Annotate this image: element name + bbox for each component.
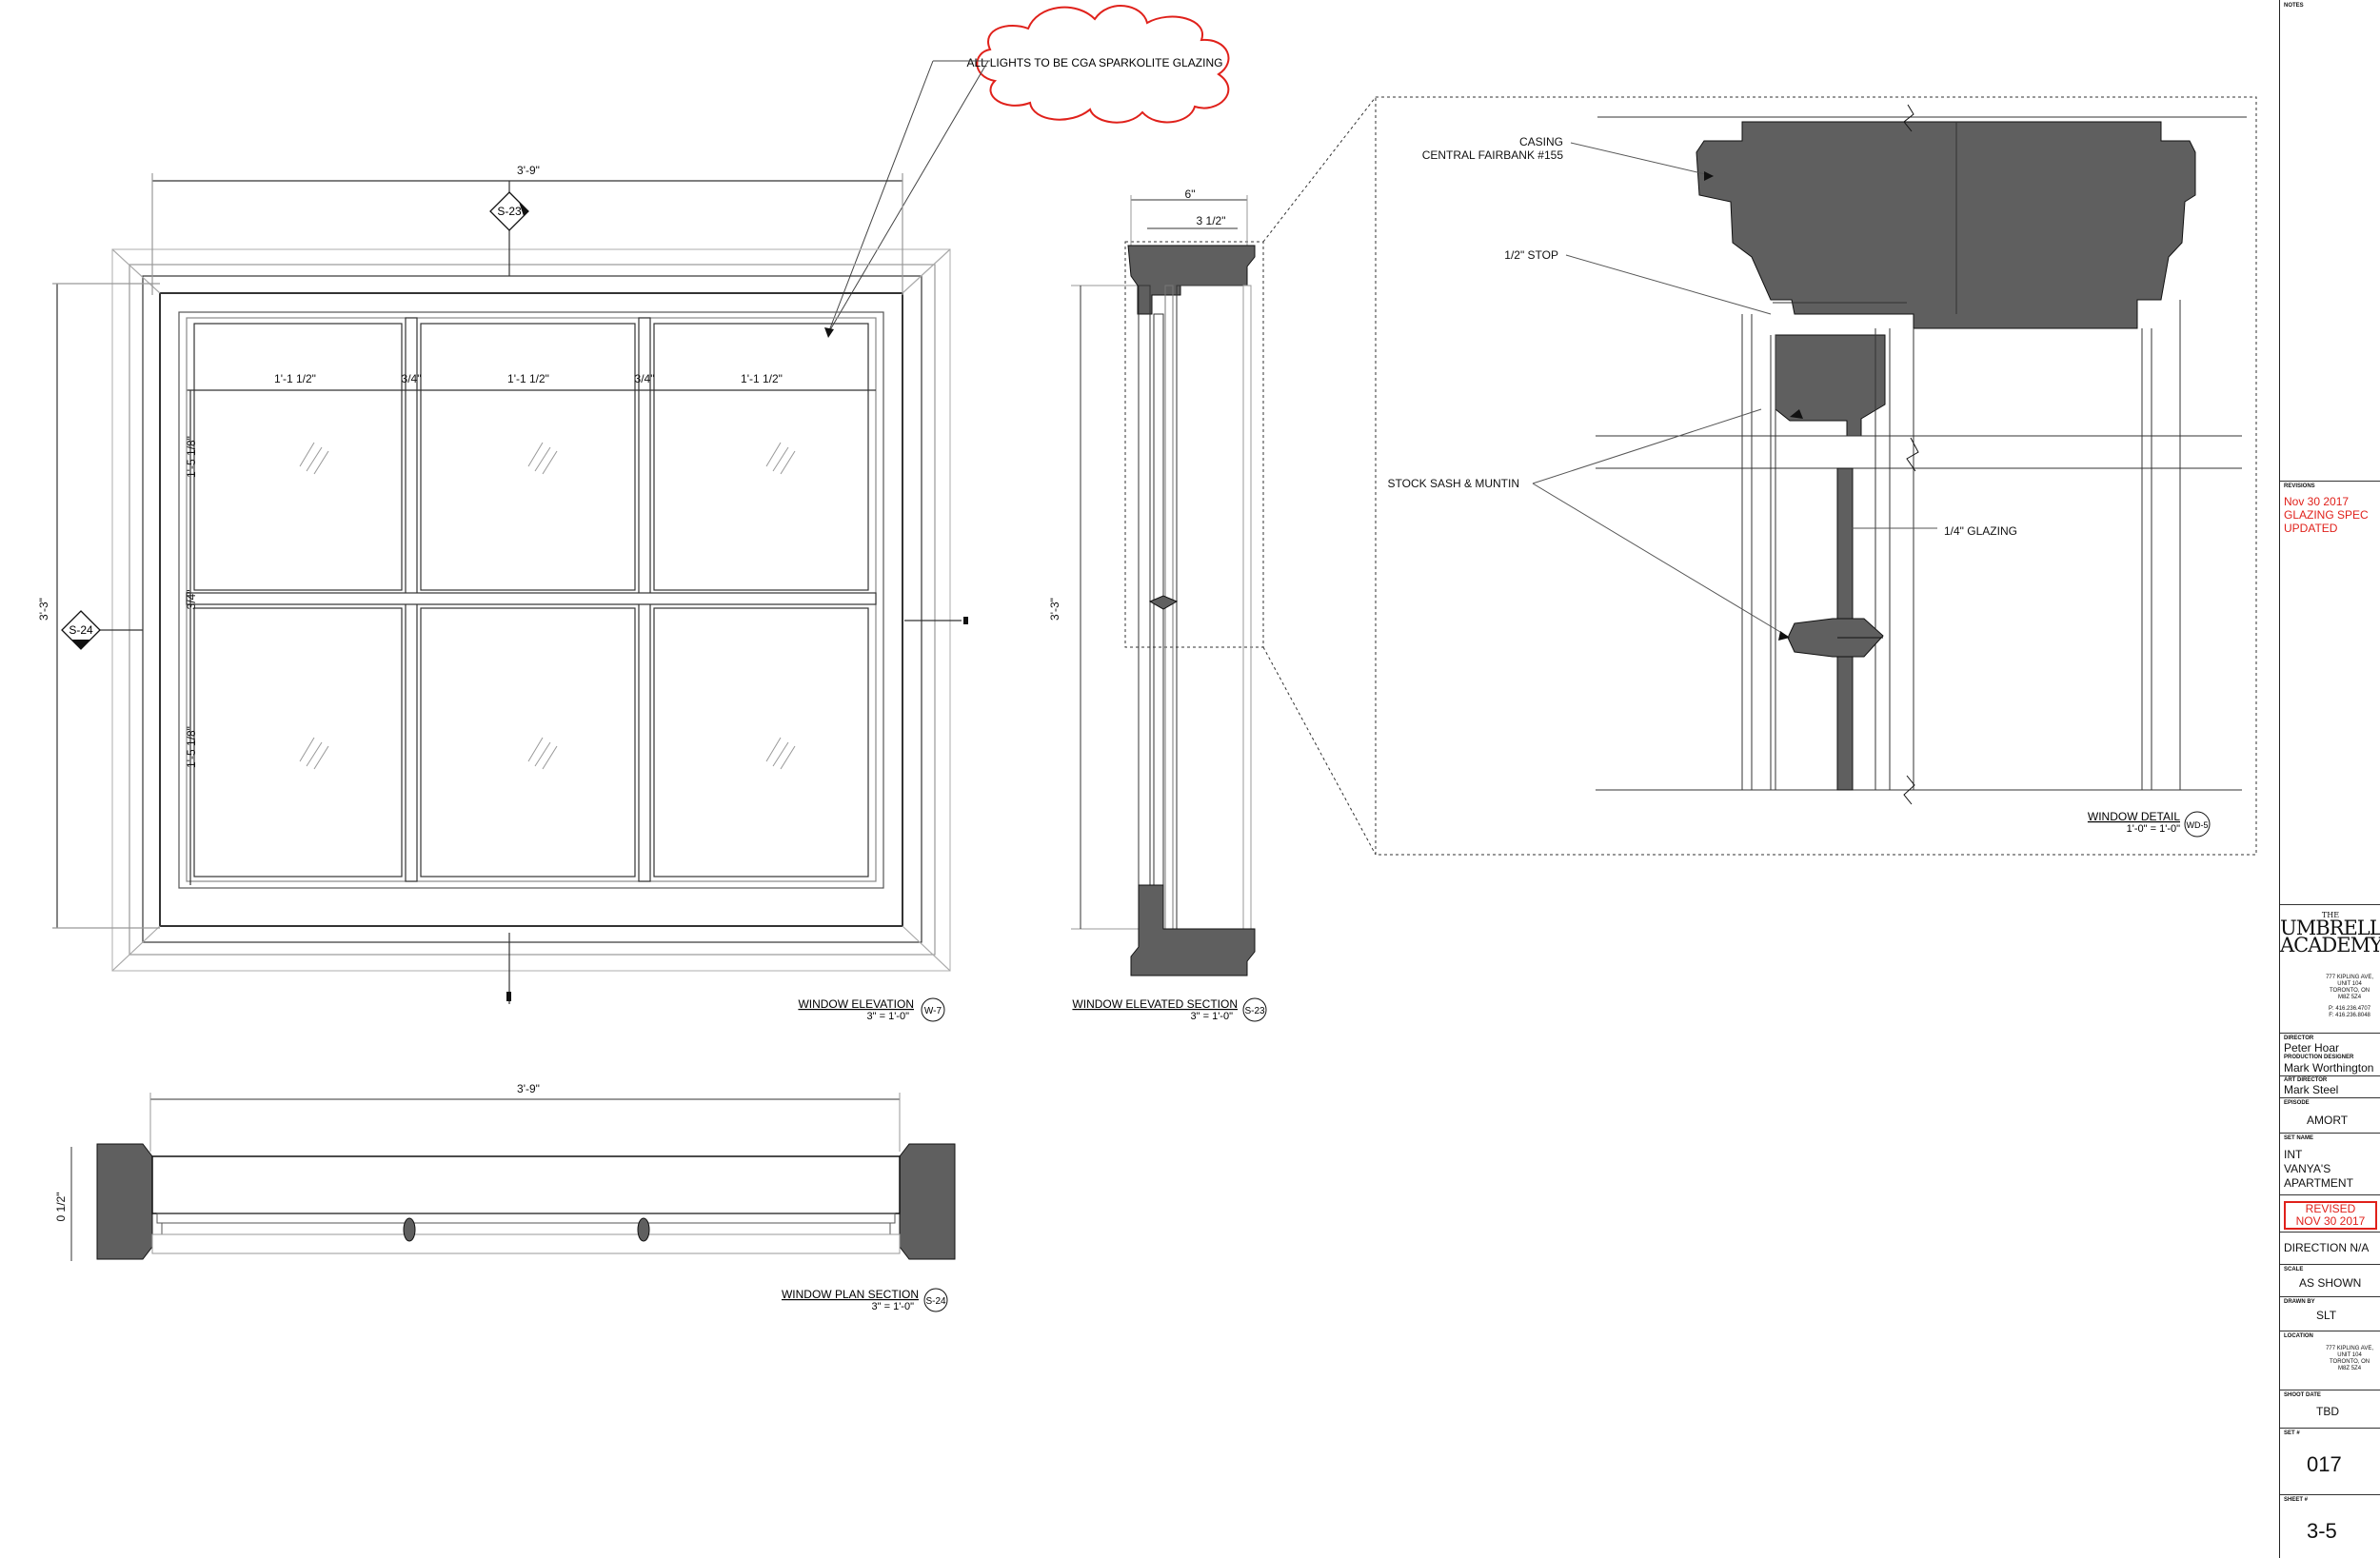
revised-stamp: REVISED NOV 30 2017 xyxy=(2284,1201,2377,1230)
dim-pane-width-3: 1'-1 1/2" xyxy=(741,372,783,385)
dim-pane-height-2: 1'-5 1/8" xyxy=(185,726,198,768)
window-detail xyxy=(1375,96,2257,856)
set-name-value: INT VANYA'S APARTMENT xyxy=(2284,1148,2353,1190)
svg-text:3" = 1'-0": 3" = 1'-0" xyxy=(867,1011,910,1022)
label-sash: STOCK SASH & MUNTIN xyxy=(1388,477,1519,490)
scale-value: AS SHOWN xyxy=(2299,1276,2362,1290)
drawn-by-value: SLT xyxy=(2316,1309,2337,1322)
dim-pane-width-1: 1'-1 1/2" xyxy=(274,372,316,385)
label-stop: 1/2" STOP xyxy=(1504,248,1558,262)
shoot-date-value: TBD xyxy=(2316,1405,2339,1418)
dim-section-inner: 3 1/2" xyxy=(1197,214,1226,227)
episode-value: AMORT xyxy=(2307,1114,2349,1127)
dim-pane-height-1: 1'-5 1/8" xyxy=(185,436,198,478)
elevated-section-title: WINDOW ELEVATED SECTION 3" = 1'-0" S-23 xyxy=(1072,997,1267,1022)
callout-text: ALL LIGHTS TO BE CGA SPARKOLITE GLAZING xyxy=(967,56,1223,69)
elevation-title: WINDOW ELEVATION 3" = 1'-0" W-7 xyxy=(798,997,945,1022)
svg-text:S-24: S-24 xyxy=(69,623,93,637)
svg-text:S-23: S-23 xyxy=(497,205,522,218)
sheet-number-value: 3-5 xyxy=(2307,1519,2337,1543)
svg-text:WINDOW ELEVATED SECTION: WINDOW ELEVATED SECTION xyxy=(1072,997,1238,1011)
notes-label: NOTES xyxy=(2284,3,2304,9)
dim-muntin-1: 3/4" xyxy=(402,372,422,385)
glazing-callout: ALL LIGHTS TO BE CGA SPARKOLITE GLAZING xyxy=(824,5,1230,338)
detail-title: WINDOW DETAIL 1'-0" = 1'-0" WD-5 xyxy=(2088,810,2211,838)
art-director-value: Mark Steel xyxy=(2284,1083,2339,1096)
director-value: Peter Hoar xyxy=(2284,1041,2340,1055)
dim-muntin-vertical: 3/4" xyxy=(185,590,198,610)
dim-section-outer: 6" xyxy=(1185,187,1196,201)
plan-section-title: WINDOW PLAN SECTION 3" = 1'-0" S-24 xyxy=(782,1288,948,1312)
dim-plan-width: 3'-9" xyxy=(517,1082,540,1095)
studio-address: 777 KIPLING AVE, UNIT 104 TORONTO, ON M8… xyxy=(2326,975,2373,1018)
svg-text:3" = 1'-0": 3" = 1'-0" xyxy=(872,1301,915,1312)
dim-pane-width-2: 1'-1 1/2" xyxy=(507,372,549,385)
section-tag-s23: S-23 xyxy=(489,191,529,231)
dim-muntin-2: 3/4" xyxy=(635,372,655,385)
title-block: NOTES REVISIONS Nov 30 2017 GLAZING SPEC… xyxy=(2279,0,2380,1558)
svg-text:W-7: W-7 xyxy=(924,1006,942,1016)
section-tag-s24: S-24 xyxy=(61,610,101,650)
svg-text:1'-0" = 1'-0": 1'-0" = 1'-0" xyxy=(2127,823,2180,835)
svg-text:3" = 1'-0": 3" = 1'-0" xyxy=(1191,1011,1234,1022)
label-casing: CASING xyxy=(1519,135,1563,148)
label-glazing: 1/4" GLAZING xyxy=(1944,524,2017,538)
dim-overall-height: 3'-3" xyxy=(37,598,50,621)
dim-plan-depth: 0 1/2" xyxy=(54,1193,68,1222)
window-plan-section xyxy=(70,1093,956,1261)
dim-overall-width: 3'-9" xyxy=(517,164,540,177)
svg-text:S-24: S-24 xyxy=(925,1296,946,1307)
window-elevation xyxy=(52,173,962,1004)
svg-text:WINDOW DETAIL: WINDOW DETAIL xyxy=(2088,810,2180,823)
svg-text:S-23: S-23 xyxy=(1244,1006,1265,1016)
svg-text:WD-5: WD-5 xyxy=(2187,820,2209,830)
window-elevated-section xyxy=(1071,96,1377,976)
svg-text:WINDOW PLAN SECTION: WINDOW PLAN SECTION xyxy=(782,1288,919,1301)
revision-note: Nov 30 2017 GLAZING SPEC UPDATED xyxy=(2284,495,2369,535)
production-designer-value: Mark Worthington xyxy=(2284,1061,2374,1075)
revisions-label: REVISIONS xyxy=(2284,483,2315,489)
svg-text:WINDOW ELEVATION: WINDOW ELEVATION xyxy=(798,997,914,1011)
location-value: 777 KIPLING AVE, UNIT 104 TORONTO, ON M8… xyxy=(2326,1346,2373,1371)
set-number-value: 017 xyxy=(2307,1452,2342,1476)
direction-value: DIRECTION N/A xyxy=(2284,1241,2370,1254)
label-casing-sub: CENTRAL FAIRBANK #155 xyxy=(1422,148,1564,162)
dim-section-height: 3'-3" xyxy=(1048,598,1061,621)
